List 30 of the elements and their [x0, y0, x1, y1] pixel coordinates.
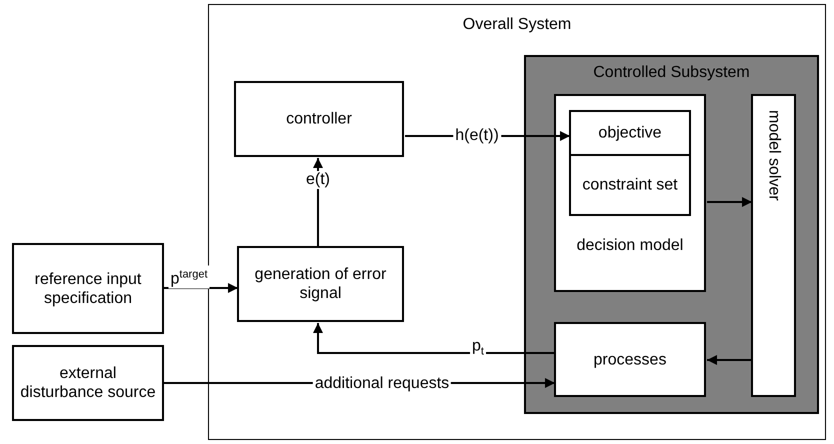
node-label: constraint set: [581, 176, 679, 194]
process-box: [554, 94, 706, 292]
arrow: [313, 323, 555, 354]
node-label: processes: [592, 350, 668, 369]
group-heading: Controlled Subsystem: [592, 63, 751, 82]
process-box: [751, 94, 796, 397]
process-box: [569, 154, 691, 216]
edge-label: additional requests: [312, 375, 452, 393]
process-box: [554, 322, 706, 397]
process-box: [234, 81, 404, 157]
subsystem-panel: [524, 55, 819, 414]
edge-label: e(t): [304, 171, 332, 189]
arrow: [707, 197, 752, 207]
node-label: generation of error signal: [254, 265, 388, 303]
process-box: [237, 246, 404, 322]
node-label: controller: [285, 110, 353, 128]
node-label: objective: [597, 124, 663, 142]
arrow: [707, 355, 752, 365]
edge-label: h(e(t)): [453, 127, 501, 145]
group-heading: Overall System: [462, 15, 572, 34]
process-box: [569, 110, 691, 156]
node-label: decision model: [576, 236, 684, 255]
node-label: model solver: [764, 110, 784, 201]
process-box: [12, 243, 164, 334]
edge-label: p$^{target}$: [168, 266, 210, 288]
node-label: reference input specification: [34, 270, 142, 308]
process-box: [12, 345, 164, 421]
node-label: external disturbance source: [19, 364, 157, 402]
arrow: [164, 283, 238, 293]
system-frame: [208, 4, 826, 440]
